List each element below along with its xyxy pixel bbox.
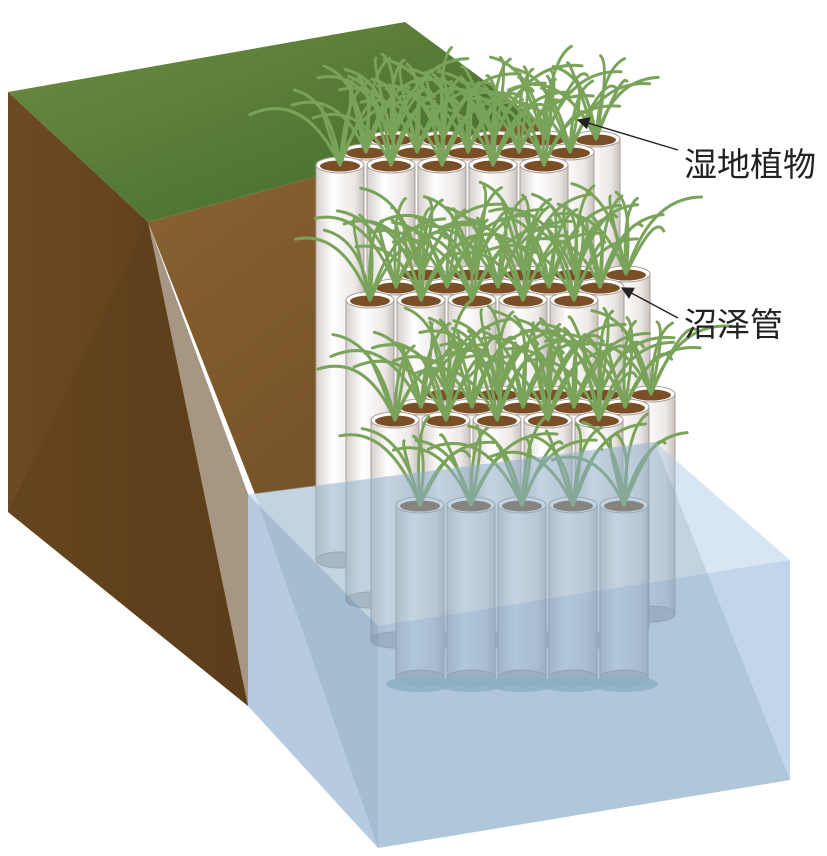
marsh-pipe-array: [248, 44, 733, 692]
water-bottom-tint: [255, 442, 790, 848]
wetland-plant: [427, 413, 598, 507]
wetland-plant: [462, 74, 622, 167]
wetland-plant: [290, 56, 432, 154]
label-wetland-plants: 湿地植物: [684, 145, 816, 184]
wetland-plant: [391, 216, 562, 302]
water-front-face: [378, 560, 790, 848]
wetland-plant: [422, 76, 572, 167]
wetland-plant: [527, 194, 665, 289]
water-body: [248, 442, 790, 848]
wetland-plant: [460, 330, 612, 422]
label-marsh-pipe: 沼泽管: [684, 305, 783, 344]
wetland-plant: [525, 327, 675, 422]
water-left-face: [248, 494, 378, 848]
ground-top-surface: [8, 22, 535, 222]
wetland-plant: [359, 72, 507, 167]
callout-line-plants: [576, 117, 679, 151]
callout-line-pipe: [620, 287, 679, 319]
wetland-plant: [484, 215, 639, 302]
soil-bottom-face: [8, 222, 248, 706]
water-top-surface: [248, 442, 790, 626]
wetland-plant: [550, 412, 689, 507]
wetland-plant: [311, 74, 459, 167]
